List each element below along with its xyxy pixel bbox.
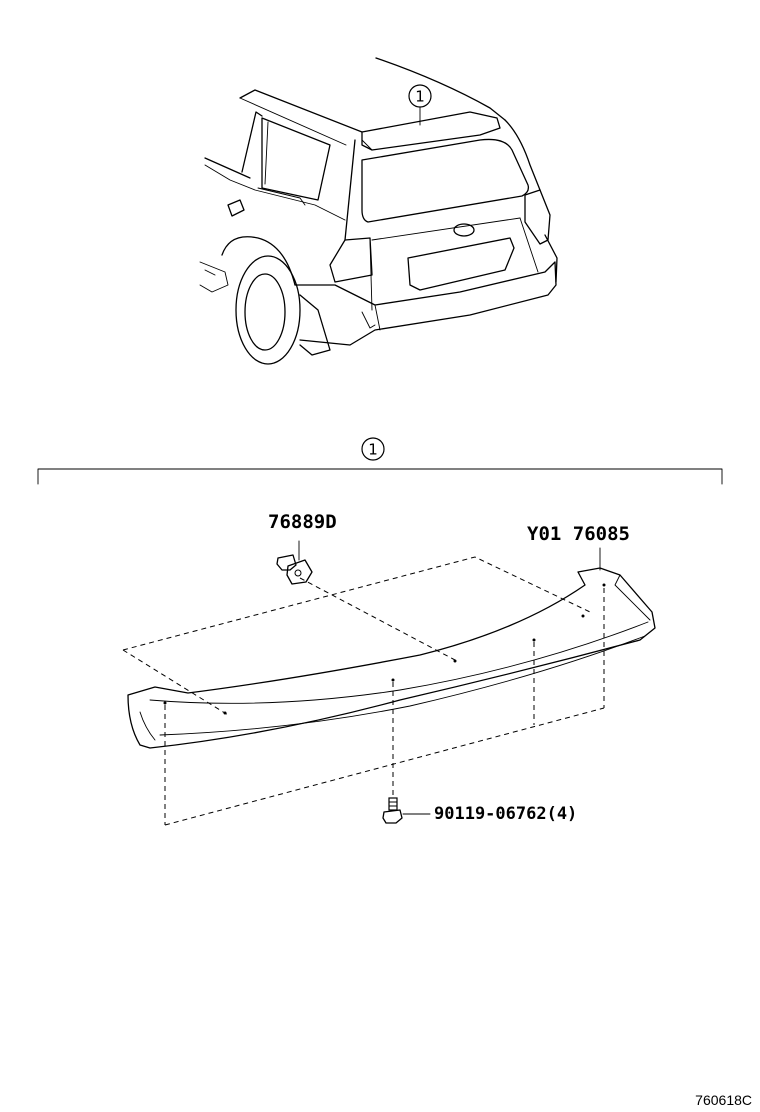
spoiler-on-vehicle: [361, 111, 501, 151]
right-tail-lamp: [524, 189, 551, 245]
spoiler-label: Y01 76085: [527, 523, 630, 571]
spoiler-assembly: [122, 556, 656, 826]
vehicle-callout-1: 1: [408, 84, 432, 108]
part-number-bolt: 90119-06762(4): [434, 804, 577, 824]
clip-76889D: 76889D: [268, 511, 337, 585]
license-plate-recess: [407, 237, 515, 291]
door-handle: [227, 199, 245, 217]
rear-spoiler: [127, 567, 656, 749]
part-number-clip: 76889D: [268, 511, 337, 533]
assembly-callout-1: [361, 437, 385, 461]
svg-text:1: 1: [415, 88, 425, 106]
bolt-90119-06762: 90119-06762(4): [382, 797, 577, 824]
emblem: [453, 223, 475, 237]
part-number-spoiler: Y01 76085: [527, 523, 630, 545]
vehicle-rear-illustration: [199, 57, 558, 365]
rear-window: [361, 138, 530, 223]
figure-code: 760618C: [695, 1092, 752, 1108]
mud-flap: [299, 294, 331, 356]
rear-bumper: [294, 261, 557, 346]
assembly-bracket: 1: [37, 437, 723, 485]
left-tail-lamp: [329, 237, 373, 283]
rear-tyre: [235, 255, 301, 365]
svg-text:1: 1: [368, 441, 378, 459]
